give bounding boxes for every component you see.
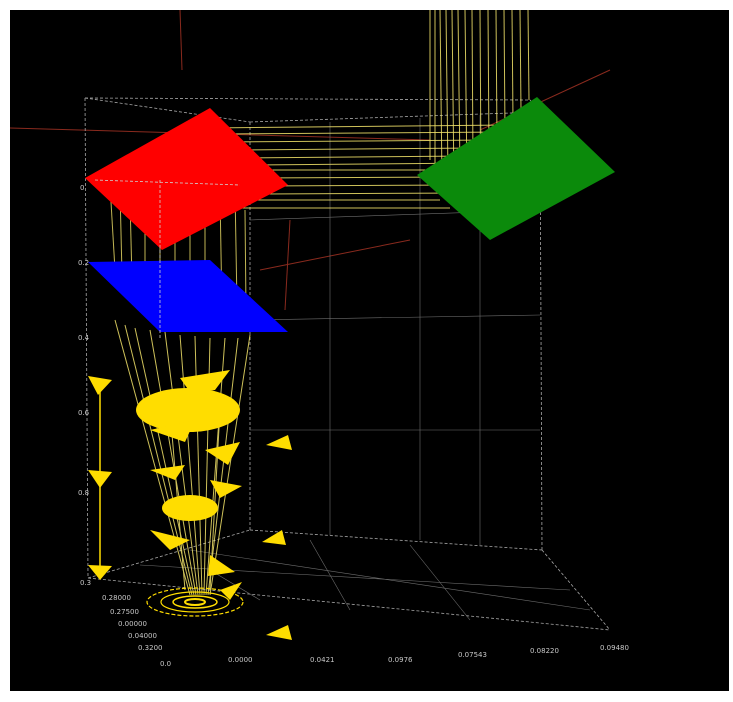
z-tick-label: 0.2 xyxy=(78,259,89,267)
x-tick-label: 0.08220 xyxy=(530,647,559,655)
particle-disc-large xyxy=(136,388,240,432)
y-tick-label: 0.04000 xyxy=(128,632,157,640)
beam-lines-horizontal xyxy=(209,124,516,209)
red-plane[interactable] xyxy=(85,108,288,250)
y-tick-label: 0.3 xyxy=(80,579,91,587)
corner-label: 0.0 xyxy=(160,660,171,668)
x-tick-label: 0.0976 xyxy=(388,656,413,664)
x-tick-label: 0.09480 xyxy=(600,644,629,652)
x-tick-label: 0.0421 xyxy=(310,656,335,664)
x-tick-label: 0.07543 xyxy=(458,651,487,659)
wireframe-front xyxy=(94,179,241,340)
z-tick-label: 0 xyxy=(80,184,84,192)
green-plane[interactable] xyxy=(417,97,615,240)
particle-beam-scene[interactable]: 0.0000 0.0421 0.0976 0.07543 0.08220 0.0… xyxy=(10,10,729,691)
triangle-marker xyxy=(266,435,292,450)
triangle-marker xyxy=(262,530,286,545)
particle-disc-medium xyxy=(162,495,218,521)
3d-viewport[interactable]: 0.0000 0.0421 0.0976 0.07543 0.08220 0.0… xyxy=(10,10,729,691)
y-tick-label: 0.00000 xyxy=(118,620,147,628)
blue-plane[interactable] xyxy=(88,260,288,332)
source-rings xyxy=(146,587,244,617)
x-tick-label: 0.0000 xyxy=(228,656,253,664)
y-tick-label: 0.27500 xyxy=(110,608,139,616)
beam-cone xyxy=(114,319,251,596)
beam-lines-vertical xyxy=(429,10,530,186)
z-tick-label: 0.6 xyxy=(78,409,90,417)
y-tick-label: 0.3200 xyxy=(138,644,163,652)
axis-tick-labels: 0.0000 0.0421 0.0976 0.07543 0.08220 0.0… xyxy=(78,184,629,668)
particle-discs xyxy=(136,370,242,600)
z-tick-label: 0.4 xyxy=(78,334,90,342)
y-tick-label: 0.28000 xyxy=(102,594,131,602)
triangle-marker xyxy=(266,625,292,640)
z-tick-label: 0.8 xyxy=(78,489,89,497)
